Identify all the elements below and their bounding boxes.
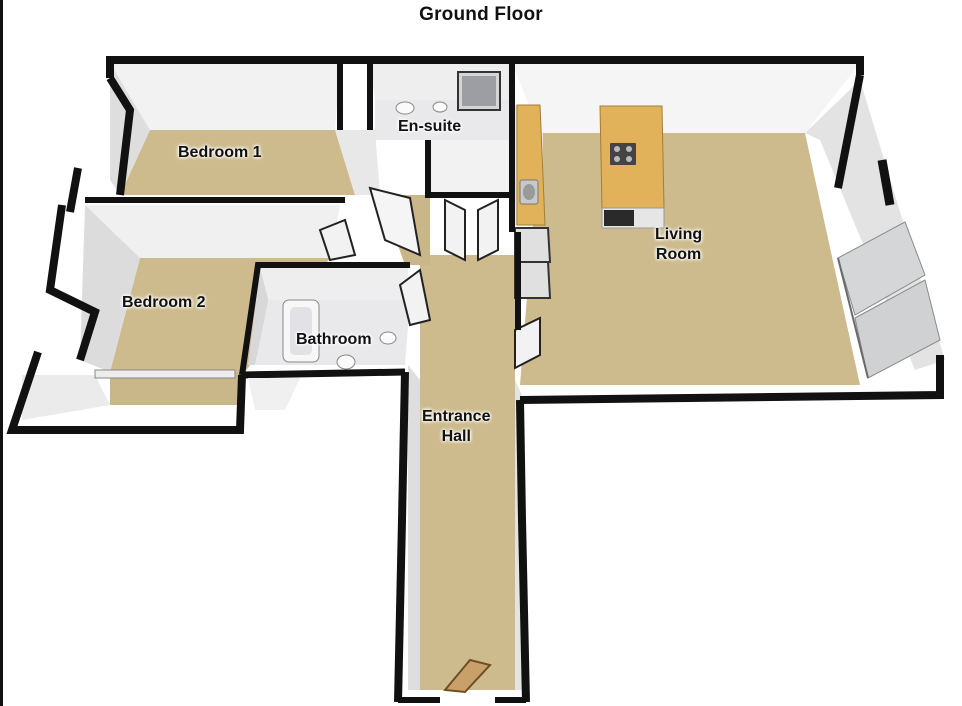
bedroom2-left-wall <box>80 205 140 372</box>
bath-icon <box>282 299 320 363</box>
ensuite-front-wall <box>430 140 510 195</box>
bedroom2-wardrobe <box>94 369 236 379</box>
bathroom-basin-icon <box>379 331 397 345</box>
label-entrance-hall: Entrance Hall <box>422 407 490 447</box>
bathroom-shadow <box>248 378 300 410</box>
fittings <box>94 71 941 694</box>
floor-title: Ground Floor <box>419 4 543 25</box>
bedroom1-back-wall <box>110 63 340 130</box>
hall-left-wall <box>408 365 420 690</box>
living-right-outer-wall <box>834 74 864 189</box>
hall-door-right <box>477 198 499 262</box>
image-border <box>0 0 3 706</box>
ensuite-basin-icon <box>395 101 415 115</box>
bathroom-back-wall <box>260 268 410 300</box>
bathroom-left-wall <box>248 268 268 365</box>
label-bedroom-1: Bedroom 1 <box>178 144 262 161</box>
wall-tops <box>6 56 944 703</box>
living-window-frame <box>837 257 869 379</box>
label-living-room: Living Room <box>655 225 702 265</box>
ensuite-partition <box>335 130 380 195</box>
label-entrance-line-2: Hall <box>441 428 471 445</box>
label-bathroom: Bathroom <box>296 331 372 348</box>
ensuite-door <box>368 186 422 257</box>
label-bedroom-2: Bedroom 2 <box>122 294 206 311</box>
living-window-1 <box>837 221 926 316</box>
outer-wall-top <box>106 56 864 78</box>
ensuite-shower <box>457 71 501 111</box>
ensuite-lower-wall <box>425 140 510 198</box>
hall-left-outer-wall <box>394 371 409 703</box>
hall-floor <box>420 255 515 690</box>
bedroom2-left-wall-top <box>45 204 100 362</box>
bathroom-wall <box>239 262 410 376</box>
living-back-wall <box>512 63 860 133</box>
sink-icon <box>519 179 539 205</box>
label-living-line-1: Living <box>655 226 703 243</box>
hall-right-outer-wall <box>516 399 530 703</box>
label-ensuite: En-suite <box>398 118 462 135</box>
kitchen-worktop <box>516 104 546 226</box>
bathroom-bottom-wall <box>241 368 406 379</box>
label-living-line-2: Room <box>655 246 702 263</box>
bedroom2-door <box>318 218 357 262</box>
left-outer-pier <box>66 167 82 213</box>
bedroom1-left-wall-top <box>106 75 135 196</box>
bathroom-door <box>398 268 432 327</box>
hall-door-left <box>444 198 466 262</box>
front-door <box>443 658 492 694</box>
hob-icon <box>610 143 636 165</box>
label-entrance-line-1: Entrance <box>422 408 491 425</box>
living-bottom-right-wall <box>519 355 944 404</box>
bedroom2-back-wall <box>85 205 340 258</box>
living-door <box>514 316 541 370</box>
bathroom-toilet-icon <box>336 354 356 370</box>
bedroom1-floor <box>120 130 355 195</box>
ensuite-toilet-icon <box>432 101 448 113</box>
lower-left-alcove <box>22 375 110 420</box>
lower-left-wall <box>6 350 246 434</box>
bedroom2-nook-floor <box>110 372 240 405</box>
oven <box>604 210 634 226</box>
living-right-pier <box>877 159 895 206</box>
